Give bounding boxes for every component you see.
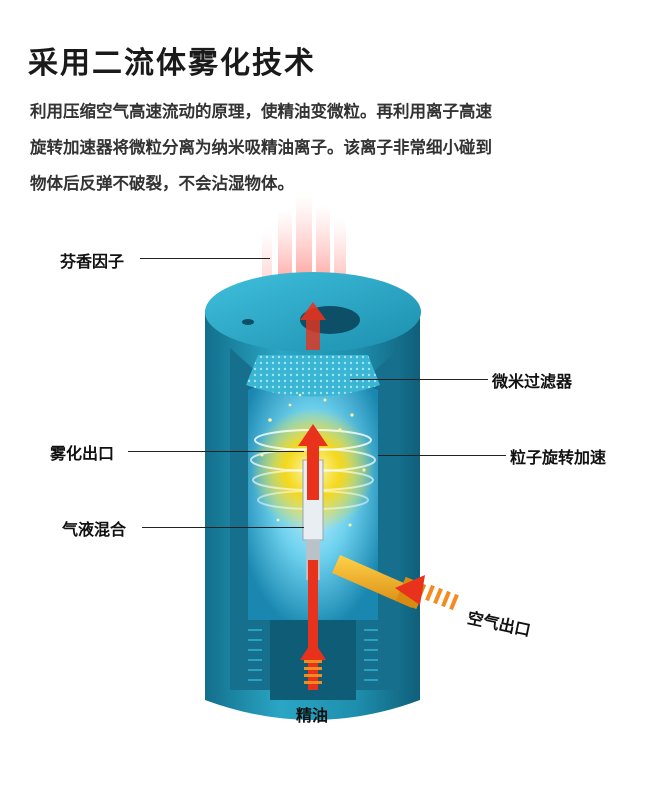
label-mist-outlet: 雾化出口 xyxy=(50,444,115,463)
label-mixing: 气液混合 xyxy=(62,520,127,539)
label-fragrance: 芬香因子 xyxy=(60,252,125,271)
page-title: 采用二流体雾化技术 xyxy=(28,46,316,81)
air-flow-arrow xyxy=(395,575,459,611)
label-particle-accel: 粒子旋转加速 xyxy=(510,448,607,467)
leader-particle-accel xyxy=(378,455,506,456)
leader-mixing xyxy=(142,527,304,528)
oil-flow-arrow xyxy=(300,560,326,690)
description-line-3: 物体后反弹不破裂，不会沾湿物体。 xyxy=(30,174,294,193)
description-line-1: 利用压缩空气高速流动的原理，使精油变微粒。再利用离子高速 xyxy=(30,102,492,121)
mist-upward-arrow xyxy=(298,424,328,500)
description-paragraph: 利用压缩空气高速流动的原理，使精油变微粒。再利用离子高速 旋转加速器将微粒分离为… xyxy=(30,94,630,202)
label-oil: 精油 xyxy=(296,706,329,725)
leader-fragrance xyxy=(140,258,270,259)
label-filter: 微米过滤器 xyxy=(492,372,573,391)
leader-mist-outlet xyxy=(128,451,304,452)
description-line-2: 旋转加速器将微粒分离为纳米吸精油离子。该离子非常细小碰到 xyxy=(30,138,492,157)
leader-filter xyxy=(350,379,488,380)
fragrance-arrow xyxy=(300,302,326,350)
